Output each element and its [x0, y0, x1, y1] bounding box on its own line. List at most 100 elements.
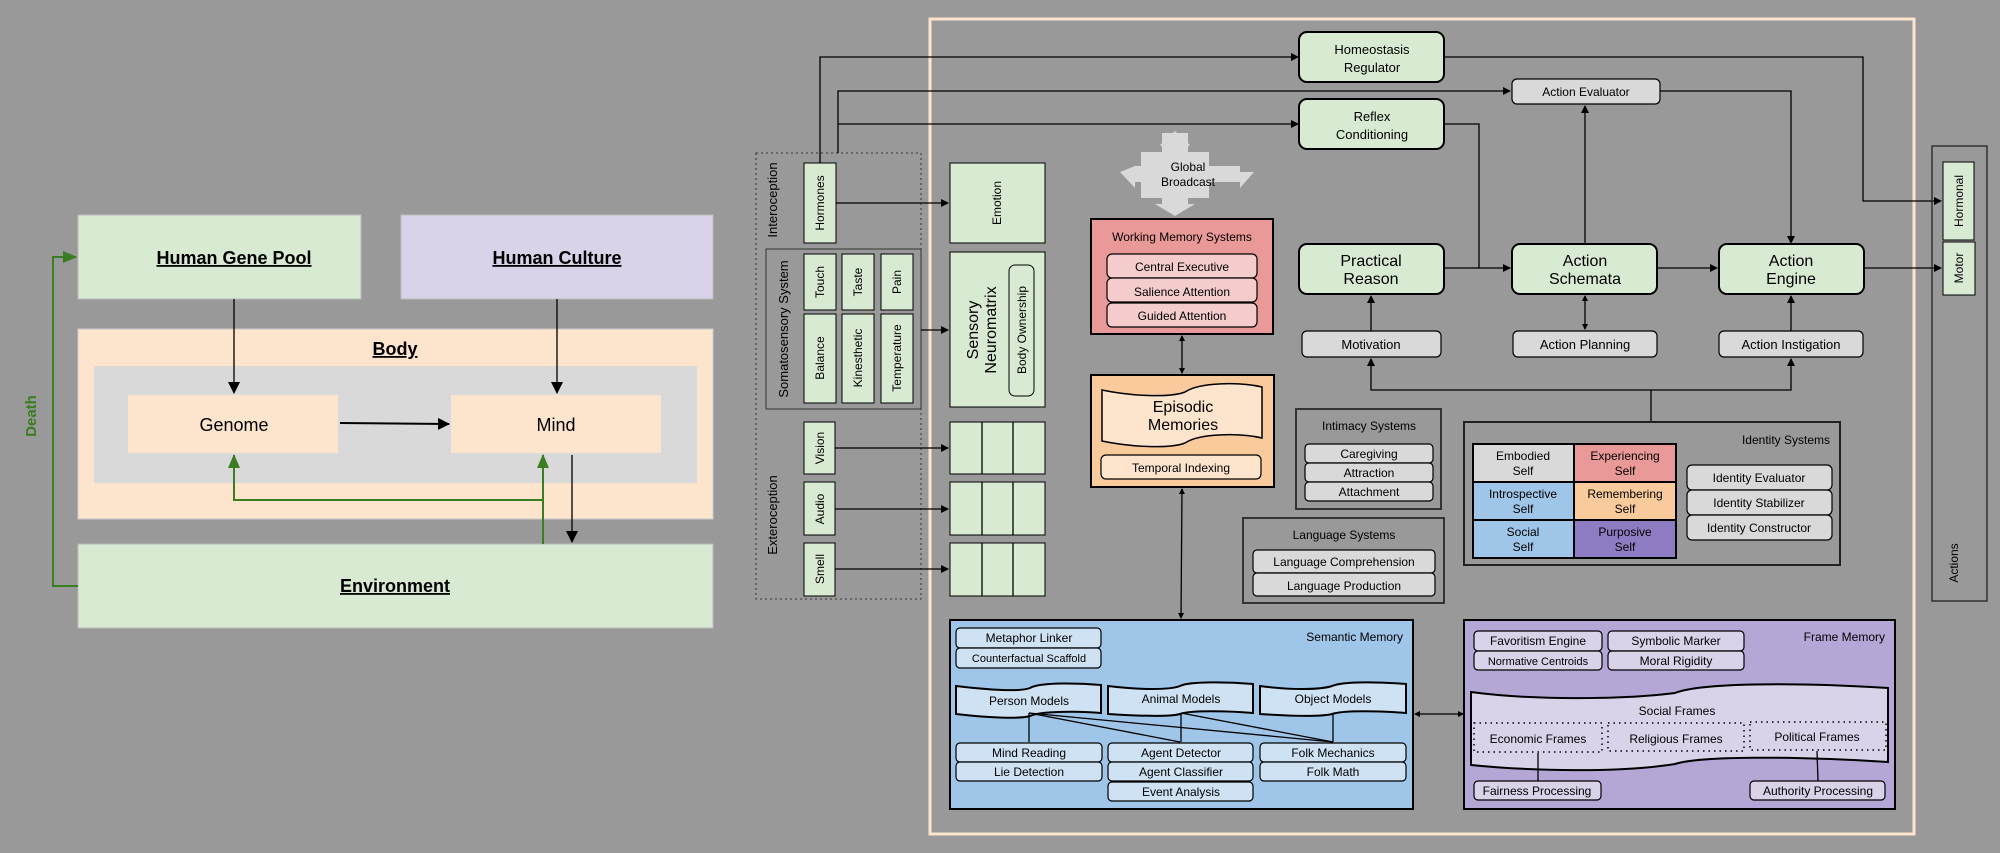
audio-label: Audio — [813, 493, 827, 524]
action-instigation-label: Action Instigation — [1741, 337, 1840, 352]
action-engine-label-1: Action — [1769, 253, 1813, 270]
social-frames-scroll — [1470, 683, 1889, 772]
touch-label: Touch — [813, 266, 827, 298]
label: Folk Math — [1307, 765, 1360, 779]
label: Counterfactual Scaffold — [972, 653, 1086, 665]
action-evaluator-label: Action Evaluator — [1542, 85, 1629, 99]
action-schemata-box — [1511, 243, 1658, 295]
object-models-label: Object Models — [1295, 692, 1372, 706]
gene-pool-label: Human Gene Pool — [156, 248, 311, 268]
identity-item-label: Identity Stabilizer — [1713, 496, 1804, 510]
somatosensory-label: Somatosensory System — [776, 260, 791, 397]
genome-label: Genome — [199, 415, 268, 435]
frame-top-item — [1473, 650, 1603, 671]
religious-frames-label: Religious Frames — [1629, 732, 1722, 746]
arrow-identity-instigation — [1651, 358, 1795, 391]
body-ownership-box — [1008, 264, 1035, 397]
self-cell — [1573, 519, 1677, 559]
practical-reason-box — [1298, 243, 1445, 295]
identity-item — [1686, 514, 1833, 541]
arrow-genome-mind — [339, 417, 450, 430]
practical-reason-label-1: Practical — [1340, 253, 1401, 270]
wm-item — [1106, 277, 1258, 303]
reflex-label-1: Reflex — [1354, 109, 1391, 124]
actions-panel: Actions Hormonal Motor — [1931, 145, 1988, 602]
temporal-indexing-box — [1100, 454, 1262, 480]
emotion-label: Emotion — [990, 181, 1004, 225]
death-arrow — [52, 251, 78, 587]
taste-box — [841, 253, 875, 311]
language-title: Language Systems — [1293, 528, 1396, 542]
action-engine-label-2: Engine — [1766, 271, 1816, 288]
vision-box — [803, 421, 836, 475]
exteroception-label: Exteroception — [765, 475, 780, 555]
economic-frames-box — [1473, 722, 1603, 753]
working-memory-systems: Working Memory Systems Central Executive… — [1090, 218, 1274, 335]
semantic-memory: Semantic Memory Metaphor Linker Counterf… — [949, 619, 1414, 810]
label: Self — [1513, 464, 1534, 478]
wm-item-label: Central Executive — [1135, 260, 1229, 274]
temporal-indexing-label: Temporal Indexing — [1132, 461, 1230, 475]
semantic-top-item — [955, 647, 1102, 669]
actions-title: Actions — [1947, 543, 1961, 582]
semantic-item — [1107, 761, 1254, 782]
culture-label: Human Culture — [492, 248, 621, 268]
arrow-episodic-semantic — [1178, 488, 1185, 619]
senses-panel: Interoception Hormones Somatosensory Sys… — [755, 152, 922, 600]
episodic-memories-scroll — [1101, 382, 1263, 448]
label: Favoritism Engine — [1490, 634, 1586, 648]
authority-processing-box — [1749, 780, 1886, 801]
identity-item-label: Identity Constructor — [1707, 521, 1811, 535]
motivation-label: Motivation — [1341, 337, 1400, 352]
fairness-processing-box — [1473, 780, 1602, 801]
self-cell — [1573, 443, 1677, 483]
arrow-to-action-evaluator — [837, 87, 1511, 153]
label: Self — [1615, 502, 1636, 516]
label: Self — [1513, 502, 1534, 516]
semantic-item — [1107, 781, 1254, 802]
body-label: Body — [373, 339, 418, 359]
semantic-item — [1259, 761, 1407, 782]
wm-item — [1106, 302, 1258, 328]
motor-output-label: Motor — [1952, 253, 1966, 284]
intimacy-item-label: Attachment — [1339, 485, 1400, 499]
label: Remembering — [1587, 487, 1662, 501]
neuromatrix-label-2: Neuromatrix — [983, 286, 1000, 373]
label: Self — [1615, 540, 1636, 554]
kinesthetic-label: Kinesthetic — [851, 329, 865, 388]
homeostasis-label-1: Homeostasis — [1334, 42, 1410, 57]
emotion-box — [949, 162, 1046, 244]
episodic-memories: Episodic Memories Temporal Indexing — [1090, 374, 1275, 488]
label: Agent Classifier — [1139, 765, 1223, 779]
intimacy-item-label: Attraction — [1344, 466, 1395, 480]
reflex-label-2: Conditioning — [1336, 127, 1408, 142]
identity-item-label: Identity Evaluator — [1713, 471, 1806, 485]
pain-label: Pain — [890, 270, 904, 294]
fairness-processing-label: Fairness Processing — [1483, 784, 1592, 798]
label: Purposive — [1598, 525, 1652, 539]
political-frames-box — [1749, 721, 1887, 751]
label: Normative Centroids — [1488, 656, 1589, 668]
temperature-box — [880, 313, 914, 404]
gene-pool-box — [77, 214, 362, 300]
somatosensory-box — [765, 248, 922, 410]
wm-item-label: Guided Attention — [1138, 309, 1227, 323]
action-schemata-label-1: Action — [1563, 253, 1607, 270]
label: Self — [1513, 540, 1534, 554]
label: Folk Mechanics — [1291, 746, 1374, 760]
label: Mind Reading — [992, 746, 1066, 760]
balance-box — [803, 313, 837, 404]
practical-reason-label-2: Reason — [1343, 271, 1398, 288]
animal-models-scroll — [1107, 681, 1254, 717]
arrow-evaluator-engine — [1660, 90, 1795, 244]
interoception-label: Interoception — [765, 162, 780, 237]
touch-box — [803, 253, 837, 311]
broadcast-label-1: Global — [1171, 160, 1206, 174]
vision-processing-grid — [949, 421, 1046, 475]
economic-frames-label: Economic Frames — [1490, 732, 1587, 746]
taste-label: Taste — [851, 267, 865, 296]
environment-label: Environment — [340, 576, 450, 596]
intimacy-systems: Intimacy Systems Caregiving Attraction A… — [1295, 408, 1442, 510]
identity-title: Identity Systems — [1742, 433, 1830, 447]
smell-processing-grid — [949, 542, 1046, 597]
